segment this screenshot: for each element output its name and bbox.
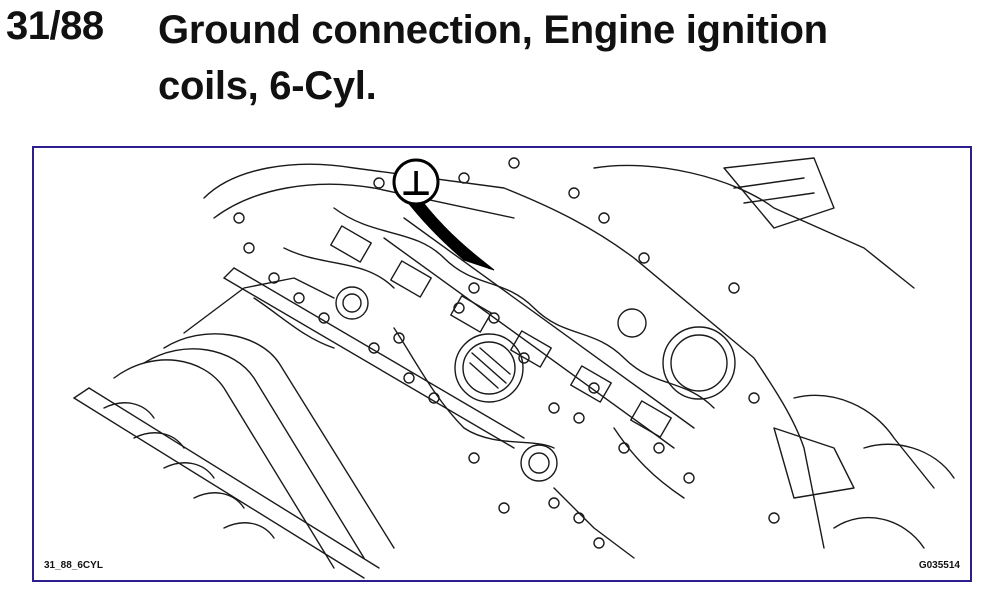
callout-circle xyxy=(392,158,440,206)
title-line-1: Ground connection, Engine ignition xyxy=(158,8,828,52)
figure-caption-right: G035514 xyxy=(916,560,962,572)
page-header: 31/88 Ground connection, Engine ignition… xyxy=(0,0,986,120)
reference-number: 31/88 xyxy=(6,4,104,48)
ground-callout: ⊥ xyxy=(392,158,495,271)
engine-line-drawing: ⊥ xyxy=(73,157,955,579)
ground-symbol-icon: ⊥ xyxy=(400,164,431,204)
figure-caption-left: 31_88_6CYL xyxy=(42,560,105,572)
engine-outline xyxy=(73,157,955,579)
title-line-2: coils, 6-Cyl. xyxy=(158,64,377,108)
engine-figure: ⊥ 31_88_6CYL G035514 xyxy=(32,146,972,582)
page-title: Ground connection, Engine ignition coils… xyxy=(158,2,978,114)
